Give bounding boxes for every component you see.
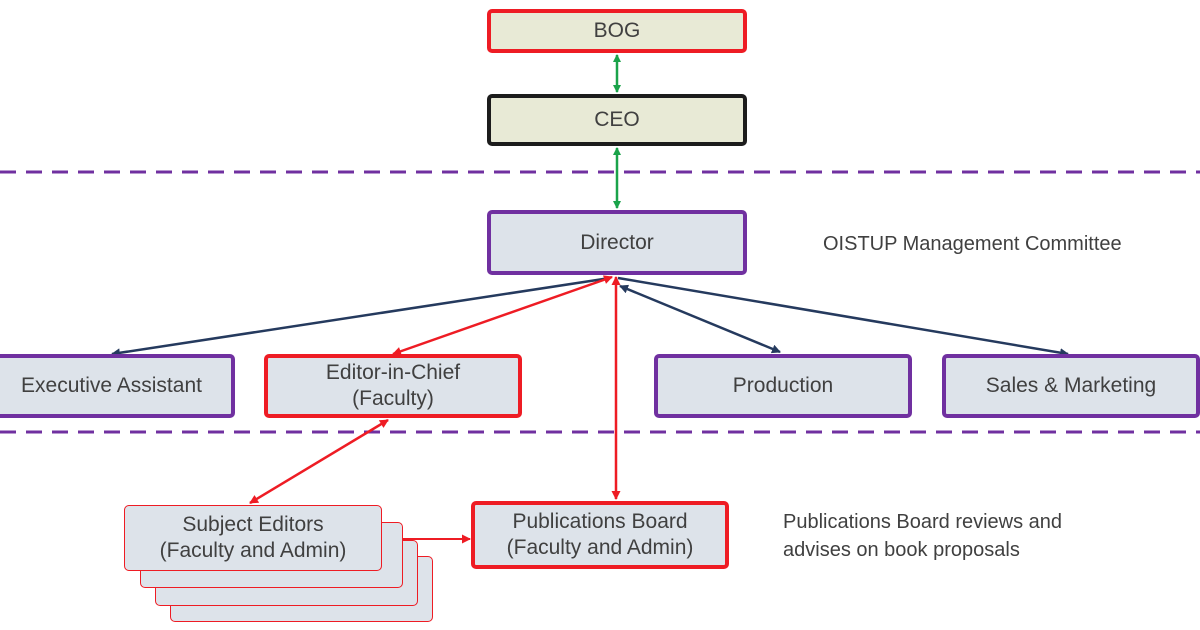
connector-editor-in-chief-subject-editors [249, 418, 389, 505]
node-sales-marketing-label: Sales & Marketing [985, 374, 1157, 397]
connector-director-editor-in-chief [392, 275, 613, 356]
connector-director-executive-assistant [111, 276, 611, 358]
connector-director-production [619, 284, 781, 354]
node-publications-board-line1: Publications Board [512, 510, 688, 533]
node-bog-label: BOG [593, 19, 641, 42]
publications-board-note-line2: advises on book proposals [783, 539, 1020, 561]
node-ceo-label: CEO [594, 108, 640, 131]
node-production: Production [654, 354, 912, 418]
node-director-label: Director [580, 230, 654, 254]
node-editor-in-chief: Editor-in-Chief (Faculty) [264, 354, 522, 418]
node-subject-editors-line1: Subject Editors [182, 513, 324, 536]
node-editor-in-chief-line2: (Faculty) [352, 387, 434, 410]
management-committee-label: OISTUP Management Committee [823, 233, 1122, 255]
connector-director-sales-marketing [617, 276, 1069, 358]
node-subject-editors-line2: (Faculty and Admin) [159, 539, 347, 562]
node-editor-in-chief-line1: Editor-in-Chief [325, 361, 461, 384]
node-publications-board-line2: (Faculty and Admin) [506, 536, 694, 559]
node-director: Director [487, 210, 747, 275]
node-executive-assistant: Executive Assistant [0, 354, 235, 418]
node-executive-assistant-label: Executive Assistant [21, 374, 202, 397]
publications-board-note-line1: Publications Board reviews and [783, 511, 1063, 533]
node-production-label: Production [732, 374, 834, 397]
node-sales-marketing: Sales & Marketing [942, 354, 1200, 418]
node-publications-board: Publications Board (Faculty and Admin) [471, 501, 729, 569]
node-bog: BOG [487, 9, 747, 53]
node-subject-editors: Subject Editors (Faculty and Admin) [124, 505, 382, 571]
publications-board-note: Publications Board reviews and advises o… [783, 508, 1062, 564]
node-ceo: CEO [487, 94, 747, 146]
